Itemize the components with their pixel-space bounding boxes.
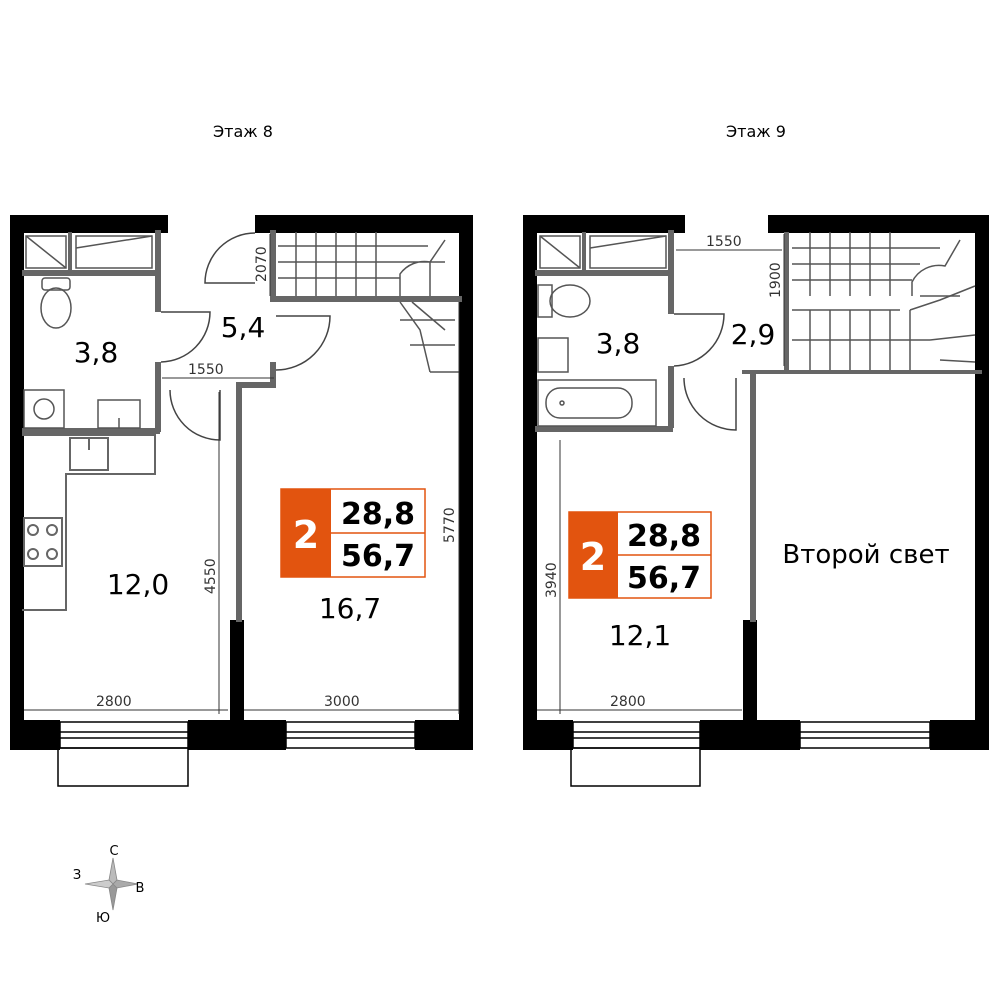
floor-9-doors: [673, 313, 737, 431]
badge-living-area: 28,8: [627, 519, 701, 554]
room-area: 3,8: [74, 336, 119, 369]
dim-label: 3000: [324, 694, 360, 710]
badge-rooms: 2: [293, 513, 319, 557]
room-area: 16,7: [319, 592, 381, 625]
dim-label: 1550: [188, 362, 224, 378]
dim-label: 3940: [544, 562, 560, 598]
room-area: 12,1: [609, 619, 671, 652]
dim-label: 1550: [706, 234, 742, 250]
floor-8-kitchen: [22, 434, 156, 611]
dim-label: 2800: [96, 694, 132, 710]
room-area: 5,4: [221, 311, 266, 344]
floor-8-windows: [57, 721, 416, 787]
floor-9-dimension-lines: [537, 234, 785, 714]
floor-8: Этаж 8: [10, 122, 473, 787]
compass-needle-north: [108, 857, 118, 885]
floor-8-outer-walls: [10, 215, 473, 750]
floor-8-stairs: [278, 232, 459, 373]
floor-9-partitions: [535, 230, 982, 622]
badge-total-area: 56,7: [627, 561, 701, 596]
dim-label: 2800: [610, 694, 646, 710]
floor-8-partitions: [22, 230, 462, 622]
floor-9-bath-fixtures: [537, 235, 667, 427]
compass-east: В: [136, 881, 145, 896]
badge-rooms: 2: [580, 535, 606, 579]
badge-rooms-box: [281, 489, 331, 577]
dim-label: 4550: [203, 558, 219, 594]
floor-8-doors: [160, 232, 331, 441]
compass-north: С: [109, 844, 118, 859]
compass-needle-east: [112, 879, 139, 889]
compass-south: Ю: [96, 911, 110, 926]
compass-needle-south: [108, 883, 118, 911]
badge-rooms-box: [569, 512, 618, 598]
floor-9-apartment-badge: 2 28,8 56,7: [568, 511, 712, 599]
floor-9: Этаж 9: [523, 122, 989, 787]
room-area: 2,9: [731, 318, 776, 351]
compass-west: З: [73, 868, 81, 883]
floor-9-outer-walls: [523, 215, 989, 750]
floor-9-windows: [570, 721, 931, 787]
floor-8-apartment-badge: 2 28,8 56,7: [280, 488, 426, 578]
floor-8-dimension-lines: [24, 234, 460, 714]
floor-8-bath-fixtures: [23, 235, 153, 429]
room-area: 3,8: [596, 327, 641, 360]
double-height-label: Второй свет: [782, 540, 949, 570]
room-area: 12,0: [107, 568, 169, 601]
dim-label: 5770: [442, 507, 458, 543]
compass-needle-west: [84, 879, 114, 889]
badge-living-area: 28,8: [341, 497, 415, 532]
dim-label: 2070: [254, 246, 270, 282]
floor-9-stairs: [792, 232, 976, 370]
floor-9-title: Этаж 9: [726, 122, 786, 141]
dim-label: 1900: [768, 262, 784, 298]
badge-total-area: 56,7: [341, 539, 415, 574]
floor-8-title: Этаж 8: [213, 122, 273, 141]
compass: С З В Ю: [73, 844, 145, 926]
